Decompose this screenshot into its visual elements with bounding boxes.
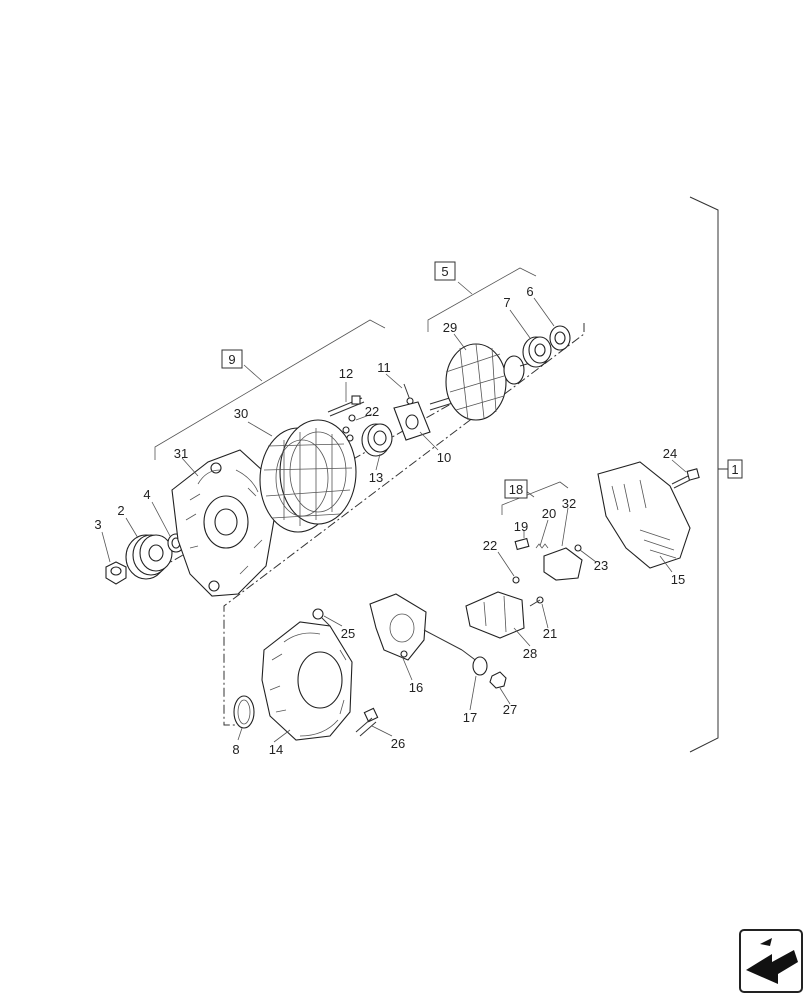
leader-lines — [101, 297, 687, 743]
pulley-nut — [105, 561, 127, 585]
callout-label: 13 — [369, 470, 383, 485]
label-9: 9 — [228, 352, 235, 367]
callout-label: 27 — [503, 702, 517, 717]
brush-spring — [535, 543, 549, 549]
stud — [327, 395, 365, 417]
bearing-ring — [549, 325, 571, 351]
through-bolt — [355, 707, 379, 737]
brush-holder — [543, 547, 583, 581]
brush-screw — [512, 576, 520, 584]
regulator-screw — [529, 596, 544, 607]
boxed-label-rotor-group: 5 — [434, 261, 456, 281]
label-1: 1 — [731, 462, 738, 477]
next-page-arrow-icon[interactable] — [739, 929, 803, 993]
pulley — [125, 534, 173, 580]
boxed-label-assembly: 1 — [727, 459, 743, 479]
wave-washer — [233, 695, 255, 729]
callout-label: 15 — [671, 572, 685, 587]
callout-label: 14 — [269, 742, 283, 757]
housing-screw-short — [312, 608, 331, 627]
small-nuts — [342, 414, 356, 442]
terminal-nut — [489, 671, 507, 689]
callout-label: 6 — [526, 284, 533, 299]
brush — [514, 537, 530, 551]
cover-bolt — [671, 468, 700, 489]
callout-label: 20 — [542, 506, 556, 521]
rear-housing — [261, 621, 353, 741]
front-bearing — [361, 423, 393, 457]
callout-label: 32 — [562, 496, 576, 511]
callout-label: 4 — [143, 487, 150, 502]
callout-label: 30 — [234, 406, 248, 421]
callout-label: 12 — [339, 366, 353, 381]
callout-label: 29 — [443, 320, 457, 335]
bearing-screw — [403, 383, 414, 405]
callout-label: 7 — [503, 295, 510, 310]
callout-label: 16 — [409, 680, 423, 695]
bearing-retainer-plate — [393, 401, 431, 441]
label-18: 18 — [509, 482, 523, 497]
stator — [259, 419, 357, 533]
spacer — [167, 533, 185, 553]
callout-label: 10 — [437, 450, 451, 465]
callout-label: 26 — [391, 736, 405, 751]
callout-label: 21 — [543, 626, 557, 641]
voltage-regulator — [465, 591, 525, 639]
callout-label: 31 — [174, 446, 188, 461]
boxed-label-housing-group: 9 — [221, 349, 243, 369]
callout-label: 19 — [514, 519, 528, 534]
front-housing — [171, 449, 275, 597]
rear-bearing — [522, 336, 552, 368]
assembly-bracket — [689, 196, 728, 753]
callout-label: 25 — [341, 626, 355, 641]
label-5: 5 — [441, 264, 448, 279]
group-brackets — [154, 267, 569, 515]
callout-label: 11 — [377, 360, 391, 375]
callout-label: 24 — [663, 446, 677, 461]
callout-label: 3 — [94, 517, 101, 532]
callout-label: 22 — [365, 404, 379, 419]
callout-label: 23 — [594, 558, 608, 573]
rotor — [429, 343, 535, 421]
boxed-label-regulator-group: 18 — [504, 479, 528, 499]
rectifier — [369, 593, 463, 661]
terminal-bolt — [461, 649, 488, 676]
callout-label: 8 — [232, 742, 239, 757]
callout-label: 2 — [117, 503, 124, 518]
callout-label: 28 — [523, 646, 537, 661]
holder-screw — [574, 544, 582, 552]
rear-cover — [597, 461, 691, 569]
callout-label: 22 — [483, 538, 497, 553]
callout-labels: 2 3 4 6 7 8 10 11 12 13 14 15 16 17 19 2… — [94, 284, 685, 757]
callout-label: 17 — [463, 710, 477, 725]
